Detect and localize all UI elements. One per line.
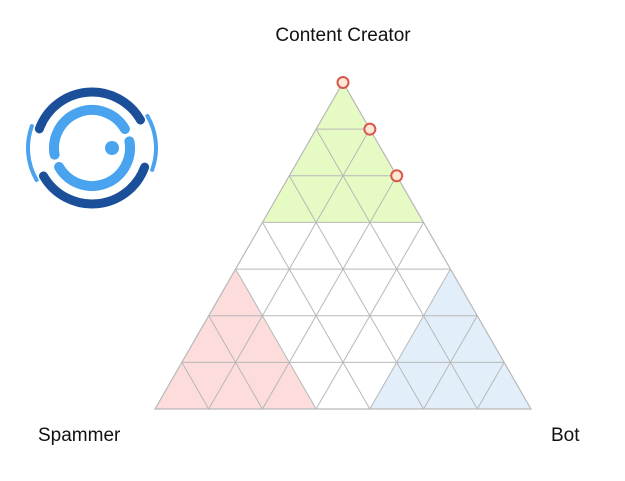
grid-line-bot	[369, 268, 451, 410]
grid-line-bot	[423, 315, 478, 410]
logo-outer-swirl	[34, 87, 145, 134]
grid-line-spammer	[261, 222, 371, 410]
logo-outer-thin-swirl	[145, 114, 158, 172]
spammer-region	[155, 269, 317, 409]
vertex-label-spammer: Spammer	[38, 425, 121, 446]
content-creator-region	[262, 82, 424, 223]
bot-region	[369, 269, 531, 409]
triangle-outline	[153, 81, 533, 410]
grid-line-bot	[315, 222, 425, 410]
logo-outer-thin-swirl	[26, 124, 39, 182]
grid-line-spammer	[288, 175, 425, 410]
grid-line-bot	[476, 362, 505, 410]
grid-line-bot	[261, 175, 398, 410]
logo-inner-swirl	[54, 136, 135, 191]
grid-line-spammer	[235, 268, 317, 410]
logo-outer-swirl	[39, 162, 150, 209]
vertex-label-content-creator: Content Creator	[275, 25, 411, 46]
data-point	[390, 169, 404, 183]
logo-inner-swirl	[49, 105, 130, 160]
data-point	[363, 122, 377, 136]
vertex-label-bot: Bot	[551, 425, 580, 446]
grid-line-spammer	[208, 315, 263, 410]
data-point	[336, 76, 350, 89]
grid-line-spammer	[181, 362, 210, 410]
